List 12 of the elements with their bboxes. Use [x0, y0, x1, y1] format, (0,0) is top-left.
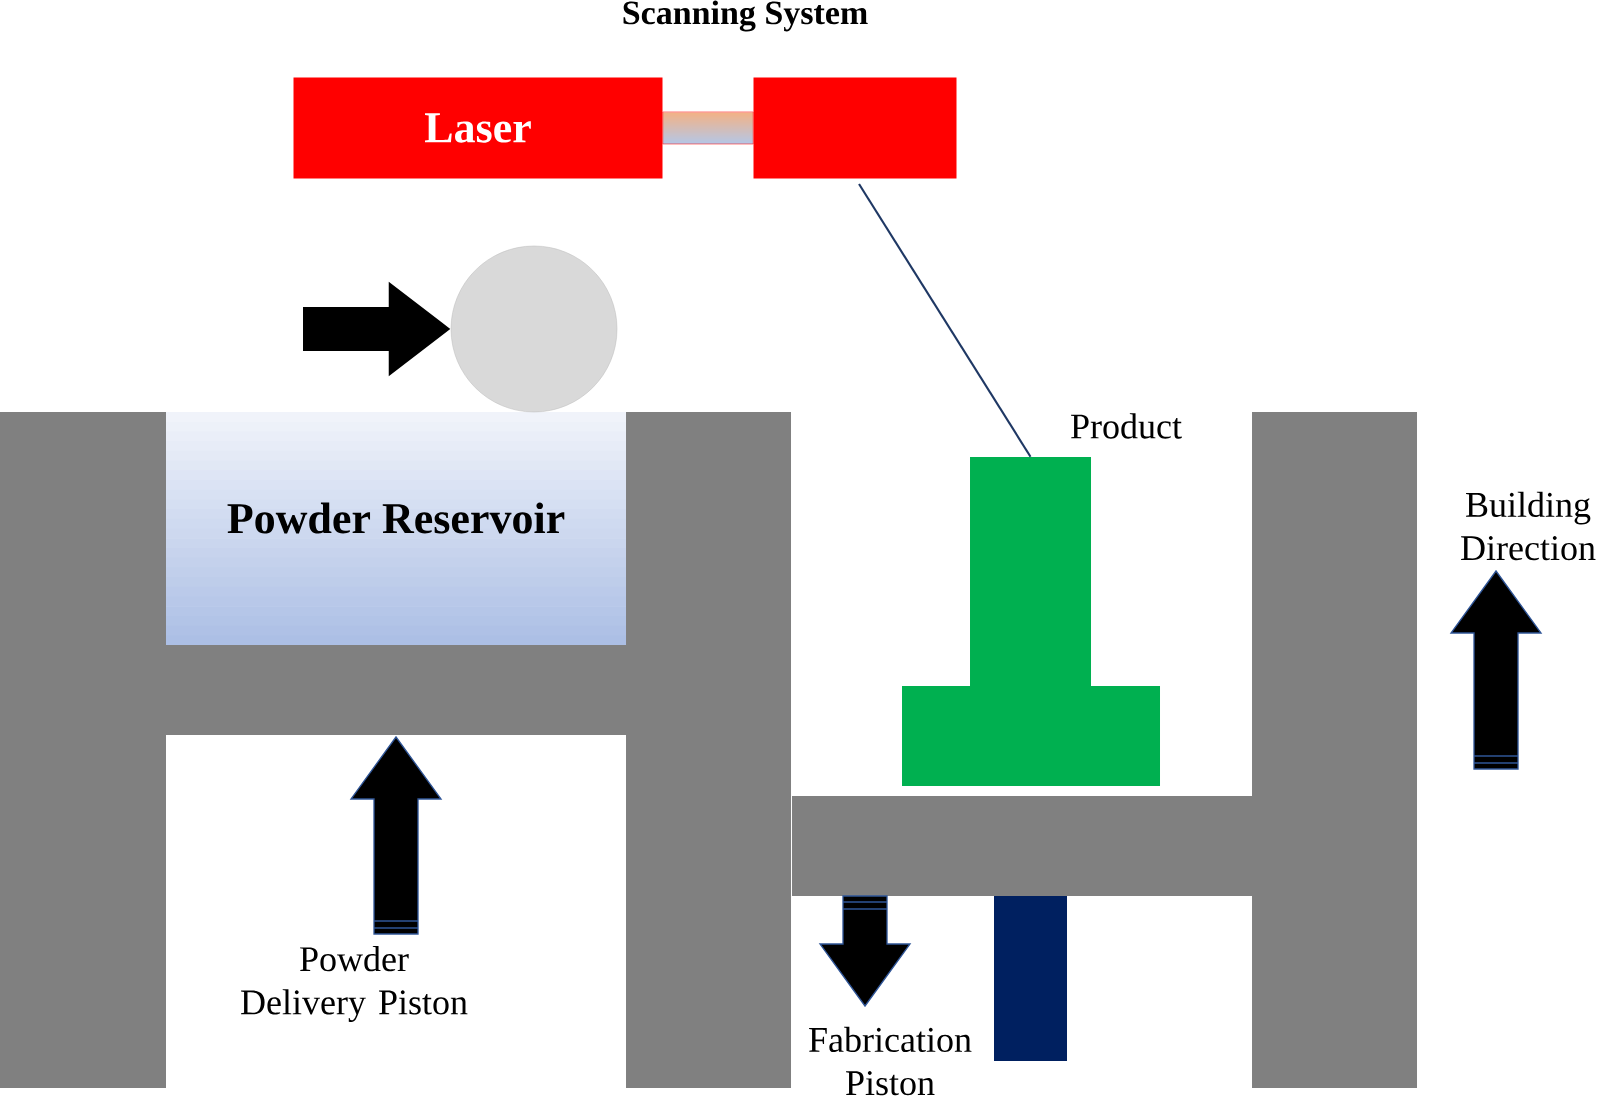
- product-label: Product: [1071, 413, 1182, 439]
- coupling-bar: [662, 111, 754, 145]
- laser-beam: [858, 183, 1032, 458]
- label: Building Direction: [1461, 491, 1596, 561]
- label: Fabrication Piston: [809, 1026, 972, 1096]
- title: Scanning System: [623, 0, 868, 32]
- laser-box: Laser: [293, 77, 663, 179]
- roller: [450, 245, 618, 413]
- node-label: Powder Reservoir: [227, 502, 565, 534]
- scanner-box: [753, 77, 957, 179]
- powder-reservoir: Powder Reservoir: [166, 412, 626, 645]
- label: Powder Delivery Piston: [241, 946, 468, 1022]
